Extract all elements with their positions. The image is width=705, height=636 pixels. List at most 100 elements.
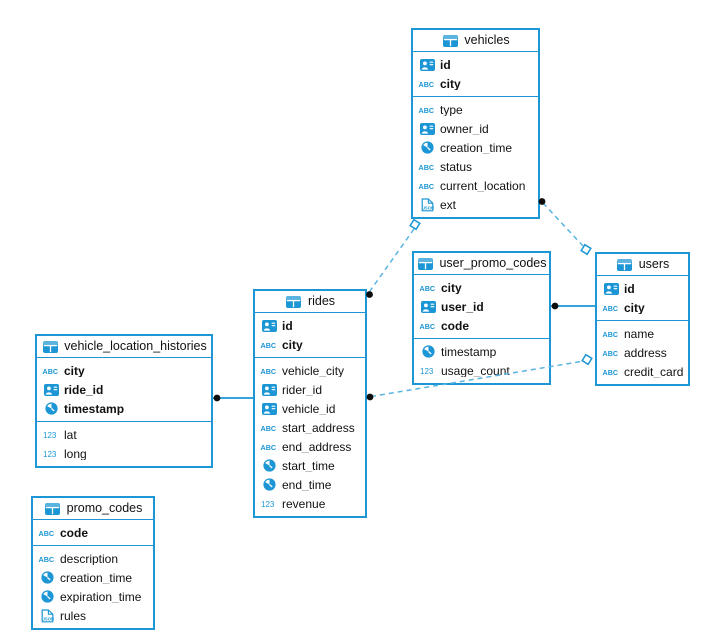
svg-text:ABC: ABC xyxy=(419,182,435,191)
svg-text:ABC: ABC xyxy=(39,529,55,538)
column-name: creation_time xyxy=(440,141,513,154)
column-row: ABC credit_card xyxy=(597,362,688,381)
column-row: ABC description xyxy=(33,549,153,568)
column-row: user_id xyxy=(414,297,549,316)
column-row: expiration_time xyxy=(33,587,153,606)
column-row: rider_id xyxy=(255,380,365,399)
dot-marker xyxy=(213,394,221,402)
table-header: promo_codes xyxy=(33,498,153,520)
table-header: users xyxy=(597,254,688,276)
table-name: vehicles xyxy=(464,33,510,48)
table-name: vehicle_location_histories xyxy=(64,339,207,354)
svg-text:123: 123 xyxy=(420,367,434,376)
clock-icon xyxy=(418,141,436,154)
svg-text:ABC: ABC xyxy=(419,80,435,89)
svg-text:JSON: JSON xyxy=(422,205,433,210)
id-card-icon xyxy=(418,58,436,71)
column-name: start_address xyxy=(282,421,355,434)
column-row: ABC code xyxy=(33,523,153,542)
column-name: description xyxy=(60,552,119,565)
number-123-icon: 123 xyxy=(419,365,437,376)
table-header: user_promo_codes xyxy=(414,253,549,275)
svg-text:ABC: ABC xyxy=(420,284,436,293)
abc-icon: ABC xyxy=(418,105,436,115)
abc-icon: ABC xyxy=(260,423,278,433)
column-row: id xyxy=(255,316,365,335)
abc-icon: ABC xyxy=(419,321,437,331)
id-card-icon xyxy=(602,282,620,295)
id-card-icon xyxy=(260,319,278,332)
column-name: code xyxy=(60,526,89,539)
abc-icon: ABC xyxy=(42,366,60,376)
dot-marker xyxy=(366,393,374,401)
table-icon xyxy=(441,34,459,47)
column-name: lat xyxy=(64,428,77,441)
column-row: end_time xyxy=(255,475,365,494)
table-name: rides xyxy=(307,294,336,309)
abc-icon: ABC xyxy=(38,554,56,564)
column-name: timestamp xyxy=(441,345,497,358)
abc-icon: ABC xyxy=(602,303,620,313)
svg-text:ABC: ABC xyxy=(39,555,55,564)
table-icon xyxy=(44,502,62,515)
primary-key-section: ABC code xyxy=(33,520,153,546)
table-name: promo_codes xyxy=(66,501,143,516)
column-name: long xyxy=(64,447,87,460)
svg-text:ABC: ABC xyxy=(419,163,435,172)
column-name: revenue xyxy=(282,497,326,510)
abc-icon: ABC xyxy=(418,162,436,172)
column-row: owner_id xyxy=(413,119,538,138)
column-row: timestamp xyxy=(37,399,211,418)
column-name: expiration_time xyxy=(60,590,142,603)
column-row: ABC start_address xyxy=(255,418,365,437)
clock-icon xyxy=(38,571,56,584)
table-icon xyxy=(285,295,303,308)
column-name: current_location xyxy=(440,179,526,192)
dot-marker xyxy=(551,302,559,310)
column-name: timestamp xyxy=(64,402,125,415)
column-name: rider_id xyxy=(282,383,323,396)
dot-marker xyxy=(366,291,373,298)
clock-icon xyxy=(260,459,278,472)
table-name: users xyxy=(638,257,670,272)
id-card-icon xyxy=(418,122,436,135)
column-row: id xyxy=(597,279,688,298)
abc-icon: ABC xyxy=(260,340,278,350)
svg-text:ABC: ABC xyxy=(261,367,277,376)
column-name: ride_id xyxy=(64,383,104,396)
number-123-icon: 123 xyxy=(260,498,278,509)
id-card-icon xyxy=(419,300,437,313)
square-marker xyxy=(580,243,592,256)
square-marker xyxy=(409,218,421,231)
abc-icon: ABC xyxy=(602,367,620,377)
column-name: credit_card xyxy=(624,365,683,378)
svg-text:ABC: ABC xyxy=(261,424,277,433)
column-name: status xyxy=(440,160,473,173)
column-name: city xyxy=(624,301,645,314)
svg-text:ABC: ABC xyxy=(43,367,59,376)
column-name: city xyxy=(441,281,462,294)
clock-icon xyxy=(260,478,278,491)
column-name: start_time xyxy=(282,459,335,472)
column-name: vehicle_id xyxy=(282,402,336,415)
table-header: vehicles xyxy=(413,30,538,52)
abc-icon: ABC xyxy=(602,348,620,358)
